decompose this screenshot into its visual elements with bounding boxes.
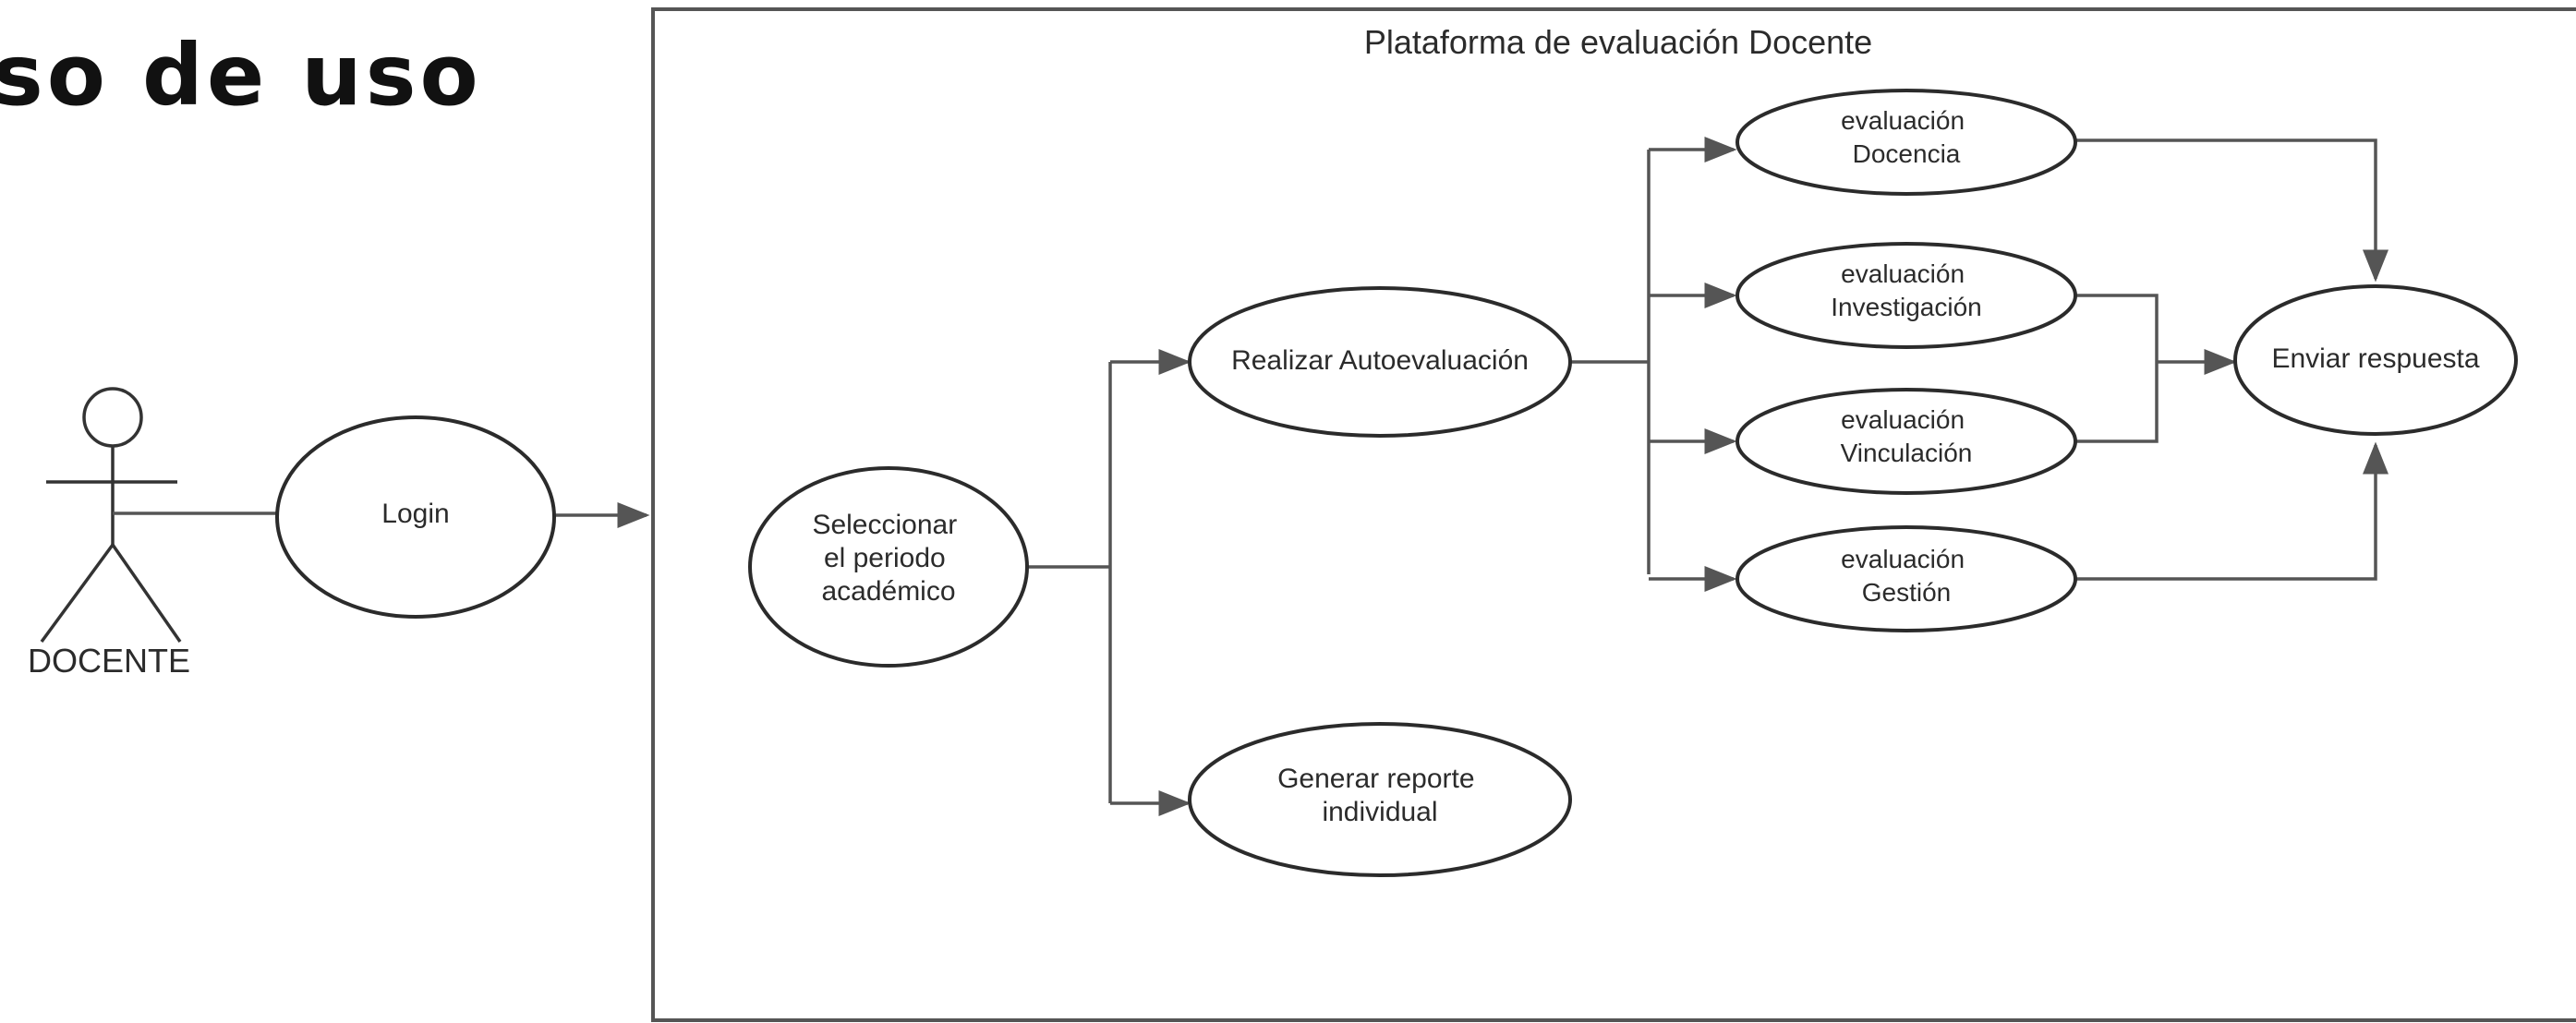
actor-label: DOCENTE — [28, 642, 190, 680]
usecase-evaluacion-docencia[interactable]: evaluación Docencia — [1735, 89, 2077, 196]
usecase-login-label: Login — [381, 499, 449, 529]
usecase-enviar-label: Enviar respuesta — [2271, 343, 2479, 374]
connector-autoevaluacion-branch — [1570, 150, 1651, 574]
usecase-seleccionar-line2: el periodo — [824, 543, 946, 573]
usecase-enviar-shape — [2233, 284, 2518, 436]
connector-seleccionar-trunk — [1027, 362, 1112, 803]
usecase-login-shape — [275, 415, 556, 619]
usecase-docencia-line1: evaluación — [1841, 106, 1965, 135]
usecase-evaluacion-vinculacion[interactable]: evaluación Vinculación — [1735, 388, 2077, 495]
usecase-reporte-line2: individual — [1322, 797, 1437, 827]
svg-text:Enviar respuesta: Enviar respuesta — [2271, 343, 2479, 374]
svg-text:evaluación Docencia: evaluación Docencia — [1841, 106, 1972, 168]
usecase-seleccionar-periodo[interactable]: Seleccionar el periodo académico — [748, 466, 1029, 668]
slide-title: so de uso — [0, 26, 482, 125]
usecase-evaluacion-investigacion[interactable]: evaluación Investigación — [1735, 242, 2077, 349]
usecase-gestion-shape — [1735, 525, 2077, 632]
usecase-reporte-line1: Generar reporte — [1277, 764, 1474, 794]
usecase-gestion-line1: evaluación — [1841, 545, 1965, 573]
svg-text:Generar reporte individu: Generar reporte individual — [1277, 764, 1482, 827]
connector-gestion-enviar — [2075, 441, 2389, 581]
usecase-docencia-line2: Docencia — [1853, 139, 1961, 168]
usecase-investigacion-line1: evaluación — [1841, 259, 1965, 288]
connector-investigacion-enviar — [2075, 294, 2233, 443]
usecase-evaluacion-gestion[interactable]: evaluación Gestión — [1735, 525, 2077, 632]
usecase-gestion-line2: Gestión — [1862, 578, 1952, 607]
usecase-enviar-respuesta[interactable]: Enviar respuesta — [2233, 284, 2518, 436]
actor-docente[interactable]: DOCENTE — [28, 387, 190, 680]
usecase-vinculacion-line2: Vinculación — [1841, 439, 1973, 467]
connector-docencia-enviar — [2075, 138, 2389, 283]
svg-text:Realizar Autoevaluación: Realizar Autoevaluación — [1231, 345, 1529, 376]
svg-text:evaluación Vinculación: evaluación Vinculación — [1841, 405, 1973, 467]
usecase-investigacion-shape — [1735, 242, 2077, 349]
usecase-autoevaluacion-shape — [1188, 286, 1572, 438]
usecase-autoevaluacion-label: Realizar Autoevaluación — [1231, 345, 1529, 376]
usecase-seleccionar-line1: Seleccionar — [812, 510, 957, 540]
usecase-seleccionar-shape — [748, 466, 1029, 668]
svg-text:evaluación Investigación: evaluación Investigación — [1831, 259, 1981, 321]
usecase-investigacion-line2: Investigación — [1831, 293, 1981, 321]
usecase-seleccionar-line3: académico — [821, 576, 955, 607]
svg-text:Seleccionar el periodo: Seleccionar el periodo académico — [812, 510, 964, 607]
usecase-autoevaluacion[interactable]: Realizar Autoevaluación — [1188, 286, 1572, 438]
actor-head — [82, 387, 143, 448]
svg-text:Login: Login — [381, 499, 449, 529]
actor-left-leg — [40, 543, 115, 644]
system-boundary — [651, 7, 2576, 1022]
actor-right-leg — [111, 544, 182, 643]
usecase-reporte-shape — [1188, 722, 1572, 877]
usecase-login[interactable]: Login — [275, 415, 556, 619]
usecase-generar-reporte[interactable]: Generar reporte individual — [1188, 722, 1572, 877]
system-title: Plataforma de evaluación Docente — [1364, 23, 1872, 61]
svg-text:evaluación Gestión: evaluación Gestión — [1841, 545, 1972, 607]
usecase-vinculacion-line1: evaluación — [1841, 405, 1965, 434]
usecase-vinculacion-shape — [1735, 388, 2077, 495]
usecase-docencia-shape — [1735, 89, 2077, 196]
